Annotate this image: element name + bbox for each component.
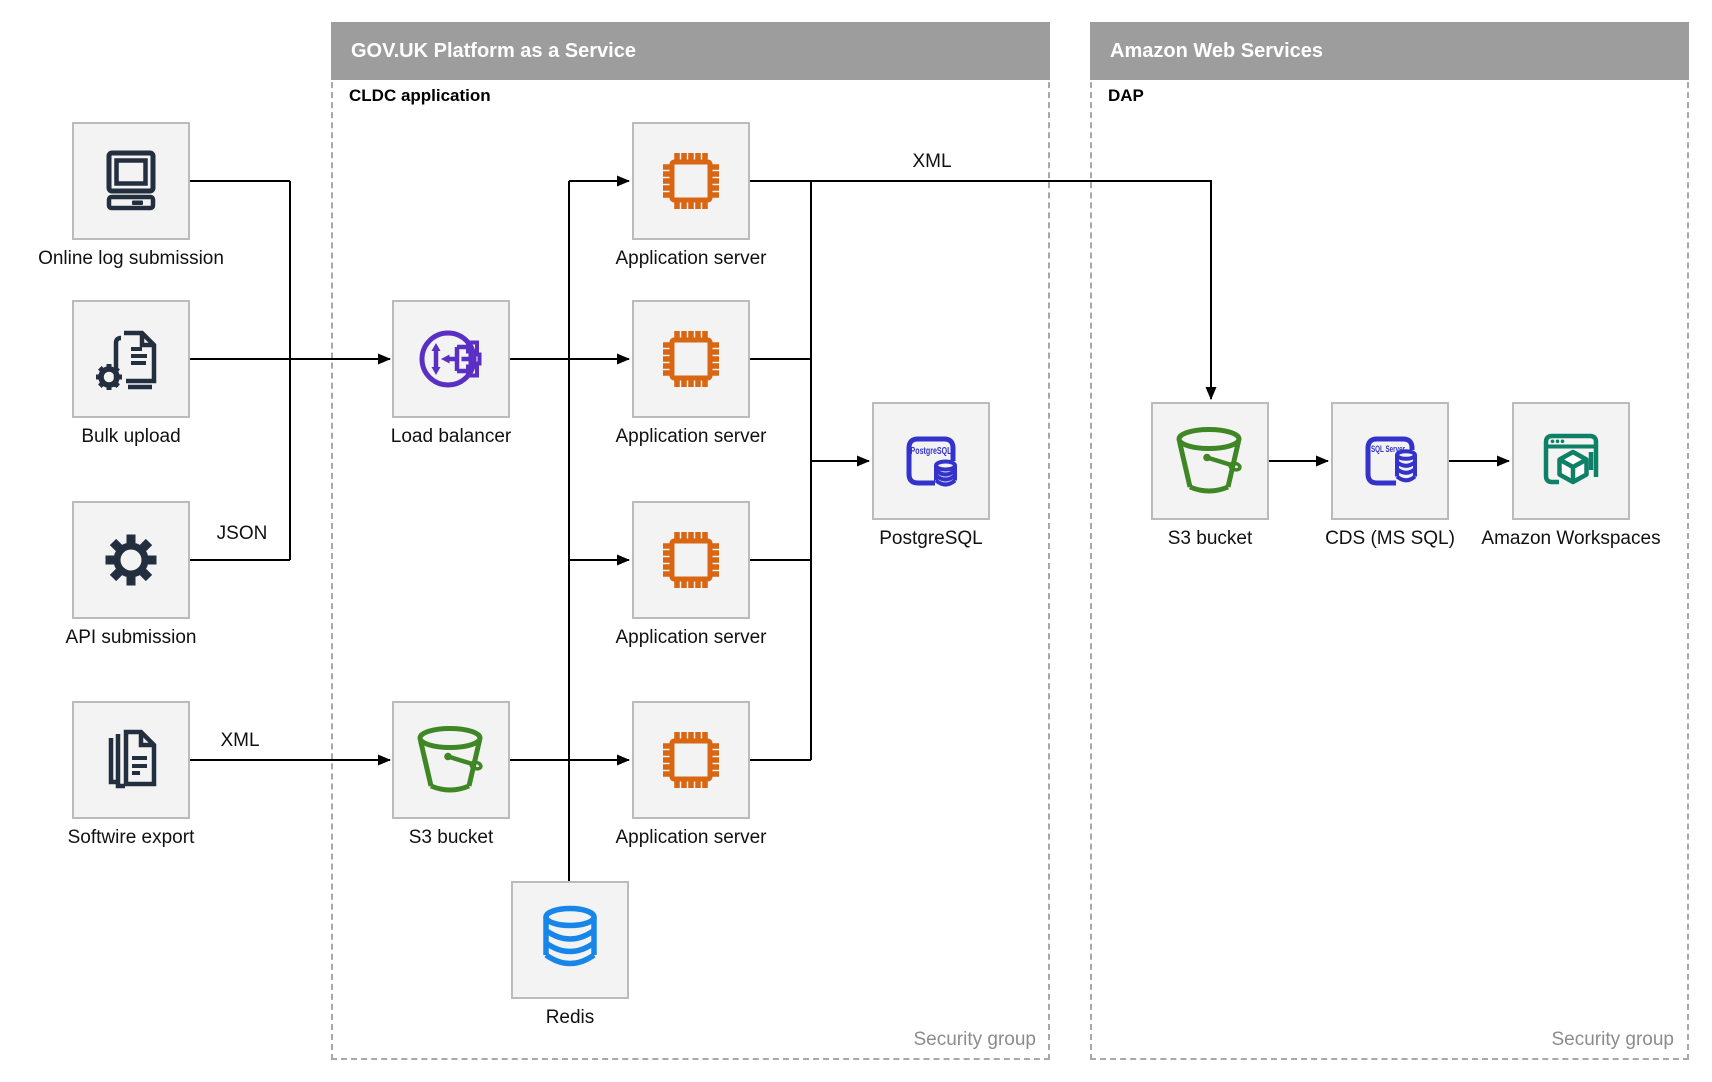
postgresql-icon-text: PostgreSQL: [911, 446, 952, 457]
documents-stack-icon: [108, 729, 157, 789]
govuk-s3-bucket-label: S3 bucket: [408, 827, 494, 848]
computer-icon: [106, 150, 156, 211]
cldc-application-label: CLDC application: [349, 86, 491, 105]
node-app-server-2: [632, 300, 750, 418]
node-app-server-4: [632, 701, 750, 819]
edge-app1-to-aws-s3: [750, 180, 1217, 400]
workspaces-icon: [1543, 433, 1599, 485]
server-chip-icon: [655, 524, 727, 596]
sql-server-icon-text: SQL Server: [1371, 444, 1405, 455]
app-server-3-label: Application server: [615, 627, 767, 648]
node-redis: [511, 881, 629, 999]
load-balancer-icon: [419, 330, 482, 388]
dap-label: DAP: [1108, 86, 1144, 105]
server-chip-icon: [655, 323, 727, 395]
cds-mssql-label: CDS (MS SQL): [1325, 528, 1455, 549]
aws-security-group-label: Security group: [1551, 1029, 1674, 1050]
xml-to-aws-edge-label: XML: [912, 151, 952, 172]
xml-export-edge-label: XML: [220, 730, 260, 751]
bulk-upload-label: Bulk upload: [81, 426, 181, 447]
node-app-server-3: [632, 501, 750, 619]
s3-bucket-icon: [415, 724, 487, 796]
node-aws-s3-bucket: [1151, 402, 1269, 520]
node-api-submission: [72, 501, 190, 619]
load-balancer-label: Load balancer: [390, 426, 512, 447]
redis-database-icon: [543, 905, 597, 967]
govuk-security-group-label: Security group: [913, 1029, 1036, 1050]
sql-server-icon: SQL Server: [1365, 436, 1417, 486]
govuk-paas-header: GOV.UK Platform as a Service: [331, 22, 1050, 80]
app-server-2-label: Application server: [615, 426, 767, 447]
node-amazon-workspaces: [1512, 402, 1630, 520]
node-softwire-export: [72, 701, 190, 819]
document-gear-icon: [96, 330, 157, 390]
node-load-balancer: [392, 300, 510, 418]
app-server-1-label: Application server: [615, 248, 767, 269]
softwire-export-label: Softwire export: [67, 827, 195, 848]
api-submission-label: API submission: [65, 627, 197, 648]
node-cds-mssql: SQL Server: [1331, 402, 1449, 520]
postgresql-icon: PostgreSQL: [906, 436, 957, 487]
aws-header: Amazon Web Services: [1090, 22, 1689, 80]
online-log-submission-label: Online log submission: [38, 248, 224, 269]
node-online-log-submission: [72, 122, 190, 240]
gear-icon: [105, 534, 157, 586]
s3-bucket-icon: [1174, 425, 1246, 497]
server-chip-icon: [655, 724, 727, 796]
node-govuk-s3-bucket: [392, 701, 510, 819]
server-chip-icon: [655, 145, 727, 217]
amazon-workspaces-label: Amazon Workspaces: [1481, 528, 1661, 549]
node-bulk-upload: [72, 300, 190, 418]
json-edge-label: JSON: [216, 523, 268, 544]
postgresql-label: PostgreSQL: [879, 528, 983, 549]
app-server-4-label: Application server: [615, 827, 767, 848]
node-app-server-1: [632, 122, 750, 240]
node-postgresql: PostgreSQL: [872, 402, 990, 520]
redis-label: Redis: [545, 1007, 595, 1028]
aws-s3-bucket-label: S3 bucket: [1167, 528, 1253, 549]
